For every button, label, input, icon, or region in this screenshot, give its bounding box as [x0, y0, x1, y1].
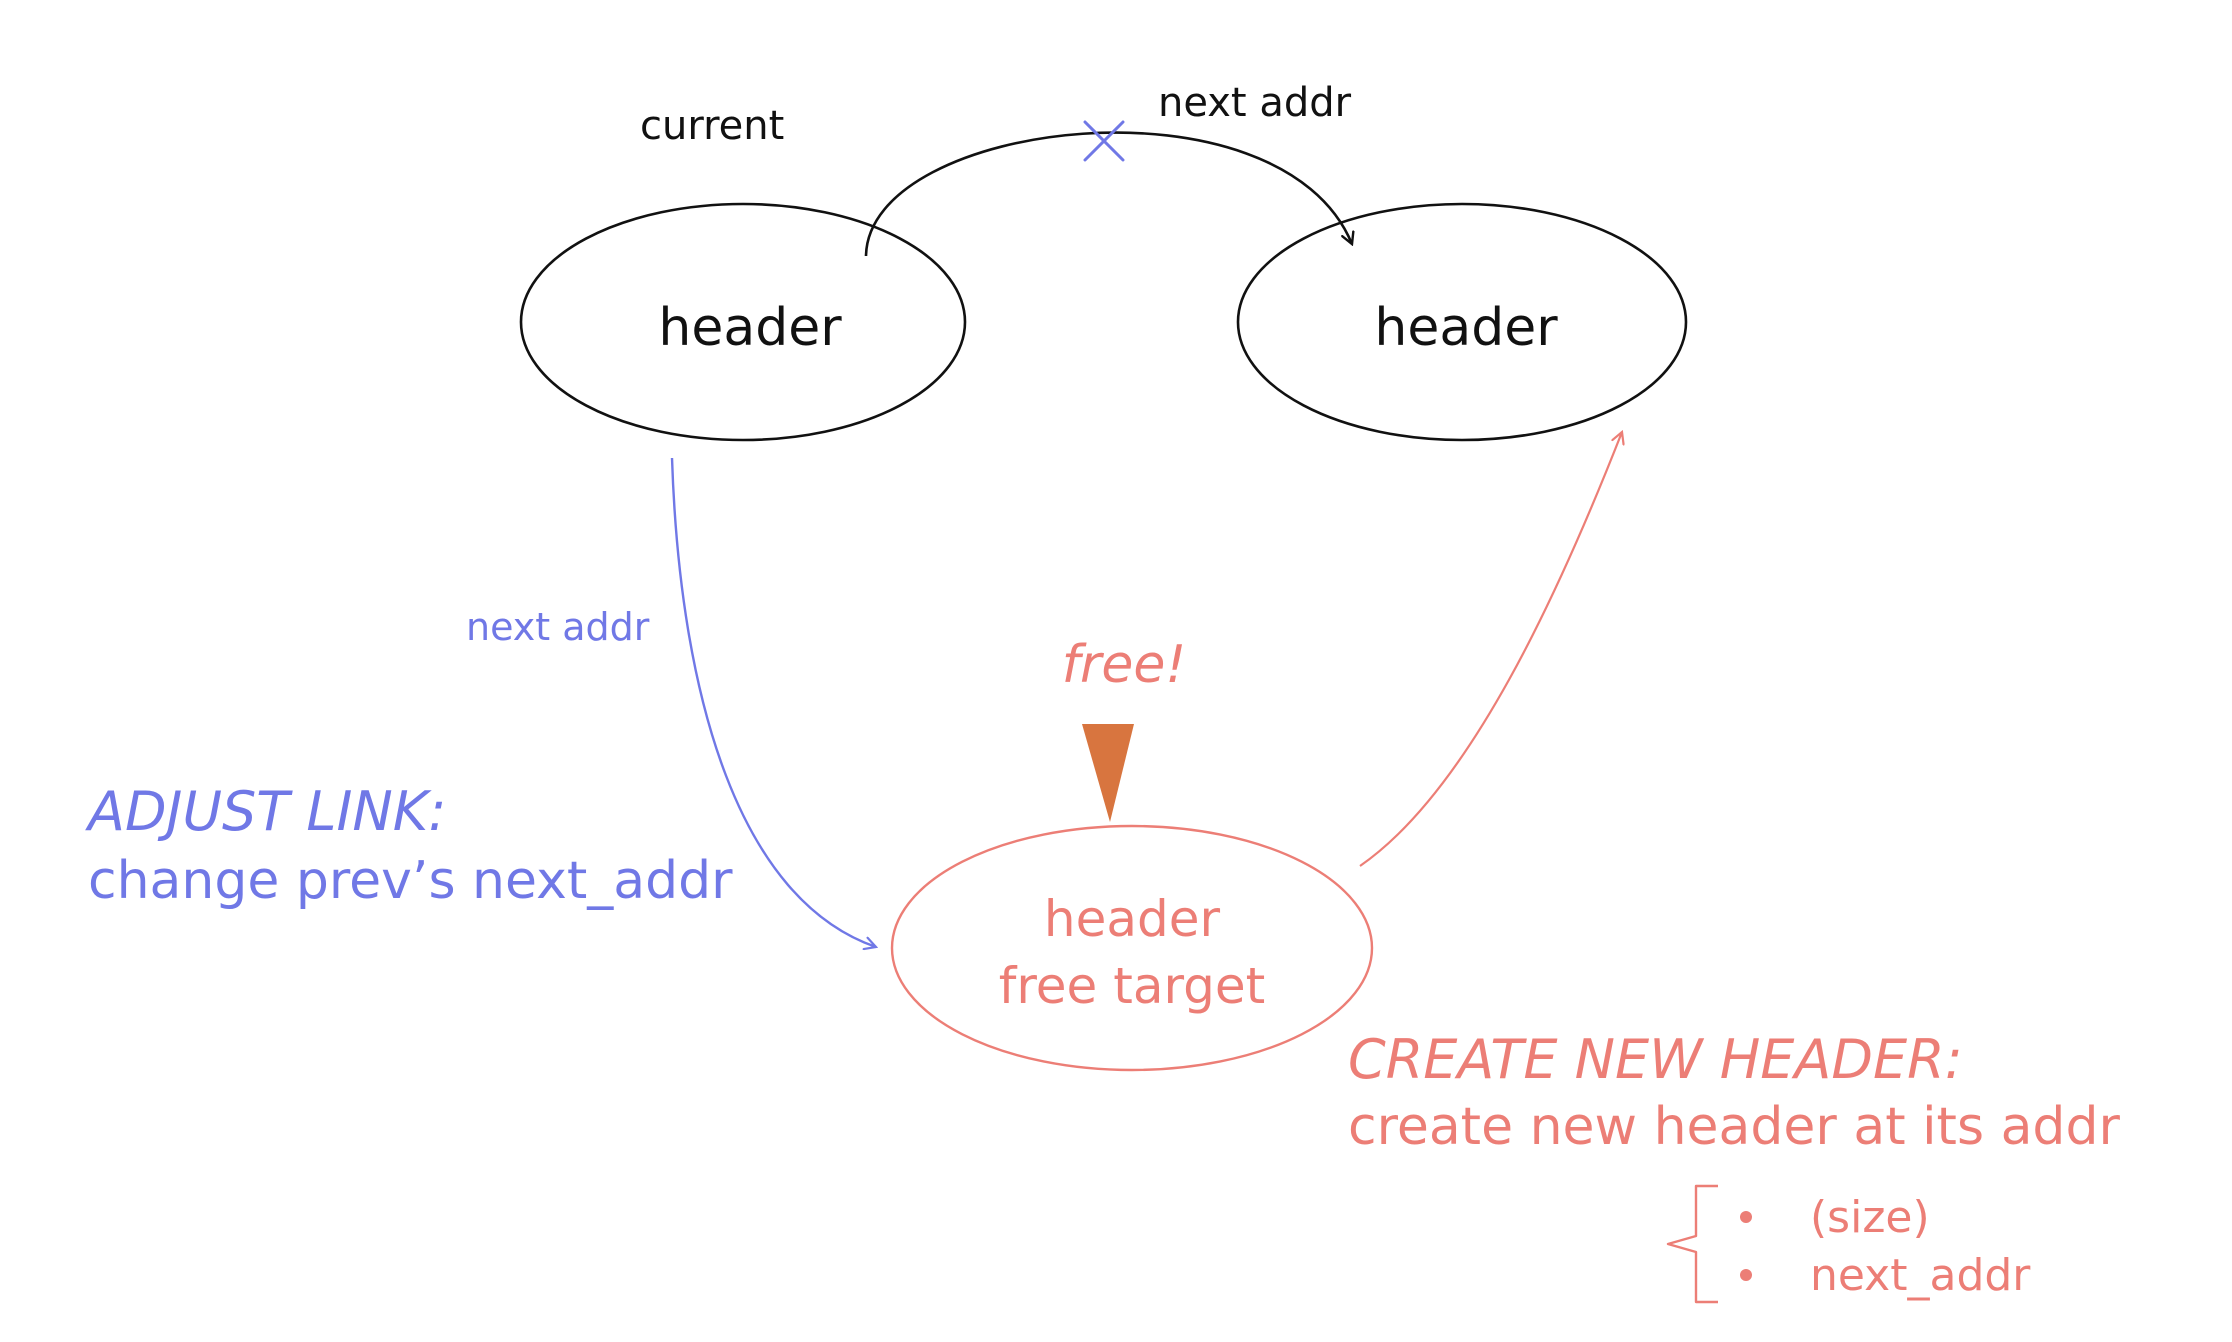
next-header-node: header — [1236, 202, 1688, 442]
target-to-next-arrow — [1359, 432, 1622, 867]
adjust-link-title: ADJUST LINK: — [85, 780, 446, 843]
old-next-link-arrow — [864, 131, 1352, 257]
next-addr-top-label: next addr — [1158, 80, 1352, 126]
bullet-icon — [1740, 1269, 1752, 1281]
current-header-label: header — [658, 298, 842, 358]
free-target-label-line2: free target — [999, 957, 1266, 1015]
current-label: current — [640, 103, 784, 149]
adjust-link-description: change prev’s next_addr — [88, 851, 733, 911]
create-header-description: create new header at its addr — [1348, 1097, 2120, 1157]
next-addr-left-label: next addr — [466, 605, 650, 649]
bullet-icon — [1740, 1211, 1752, 1223]
free-target-ellipse — [890, 824, 1374, 1072]
create-item-next-addr: next_addr — [1810, 1250, 2031, 1301]
triangle-down-icon — [1082, 724, 1134, 822]
free-label: free! — [1062, 635, 1187, 695]
new-next-link-arrow — [670, 457, 876, 947]
next-header-ellipse — [1236, 202, 1688, 442]
next-header-label: header — [1374, 298, 1558, 358]
create-item-size: (size) — [1810, 1192, 1930, 1243]
current-header-node: header — [519, 202, 967, 442]
free-target-label-line1: header — [1044, 890, 1221, 948]
create-header-title: CREATE NEW HEADER: — [1348, 1028, 1963, 1091]
current-header-ellipse — [519, 202, 967, 442]
free-target-node: header free target — [890, 824, 1374, 1072]
cross-icon — [1083, 120, 1125, 162]
left-brace-icon — [1666, 1184, 1718, 1304]
